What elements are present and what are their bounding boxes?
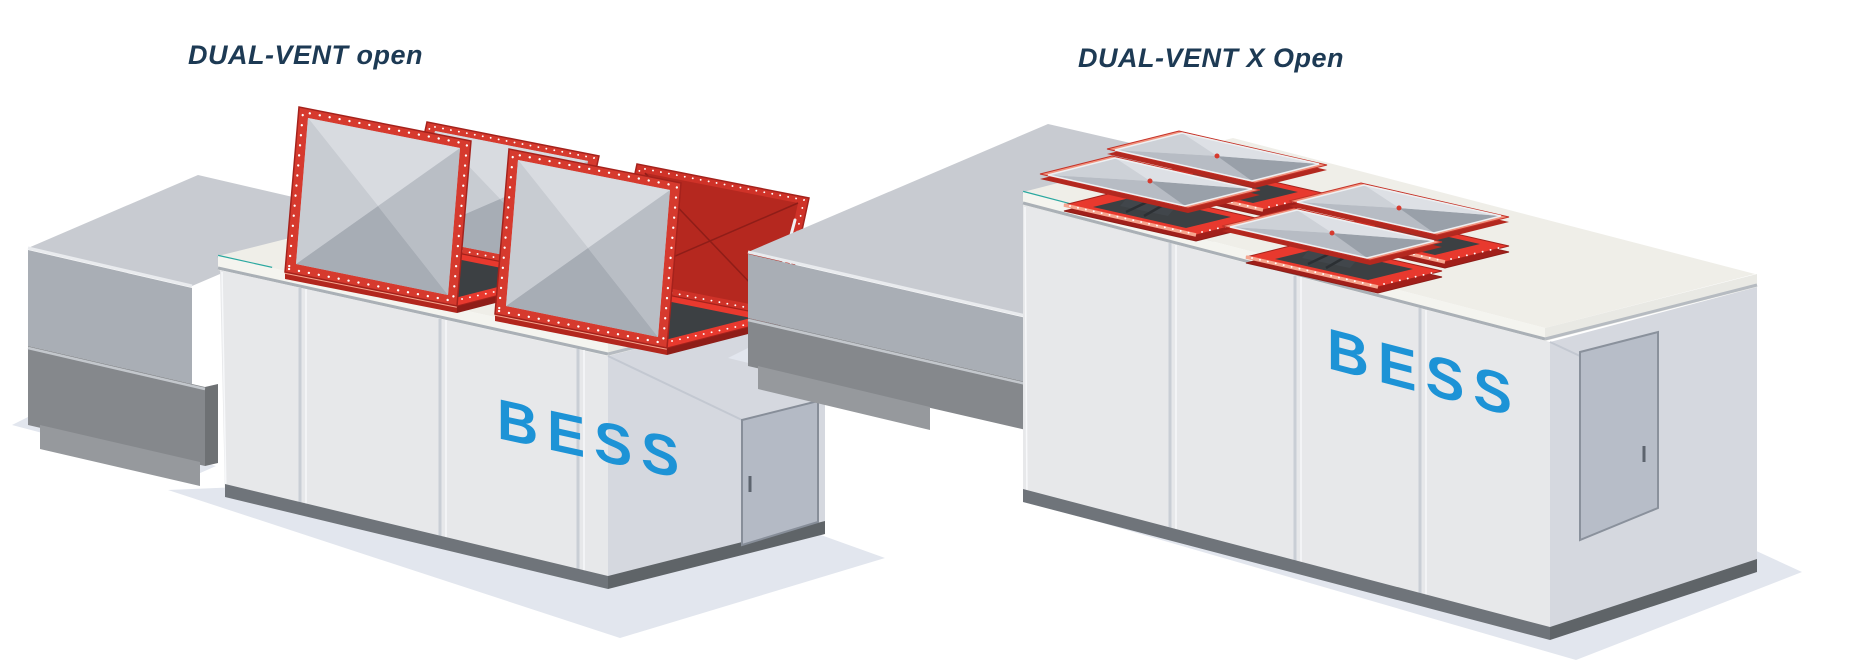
left-open-vents [284,106,810,355]
right-door [1579,330,1659,542]
left-panel-title: DUAL-VENT open [188,40,423,70]
left-gray-unit [27,175,362,486]
right-panel-title: DUAL-VENT X Open [1078,43,1344,73]
right-bess-container [1022,138,1758,640]
left-wall-seams [221,271,585,582]
right-scene: DUAL-VENT X Open [728,43,1802,660]
left-door [741,399,819,547]
left-scene: DUAL-VENT open [12,40,885,638]
open-vent-front-lid [494,148,682,349]
open-vent-front-lid [284,106,472,307]
right-wall-seams [1024,206,1427,603]
